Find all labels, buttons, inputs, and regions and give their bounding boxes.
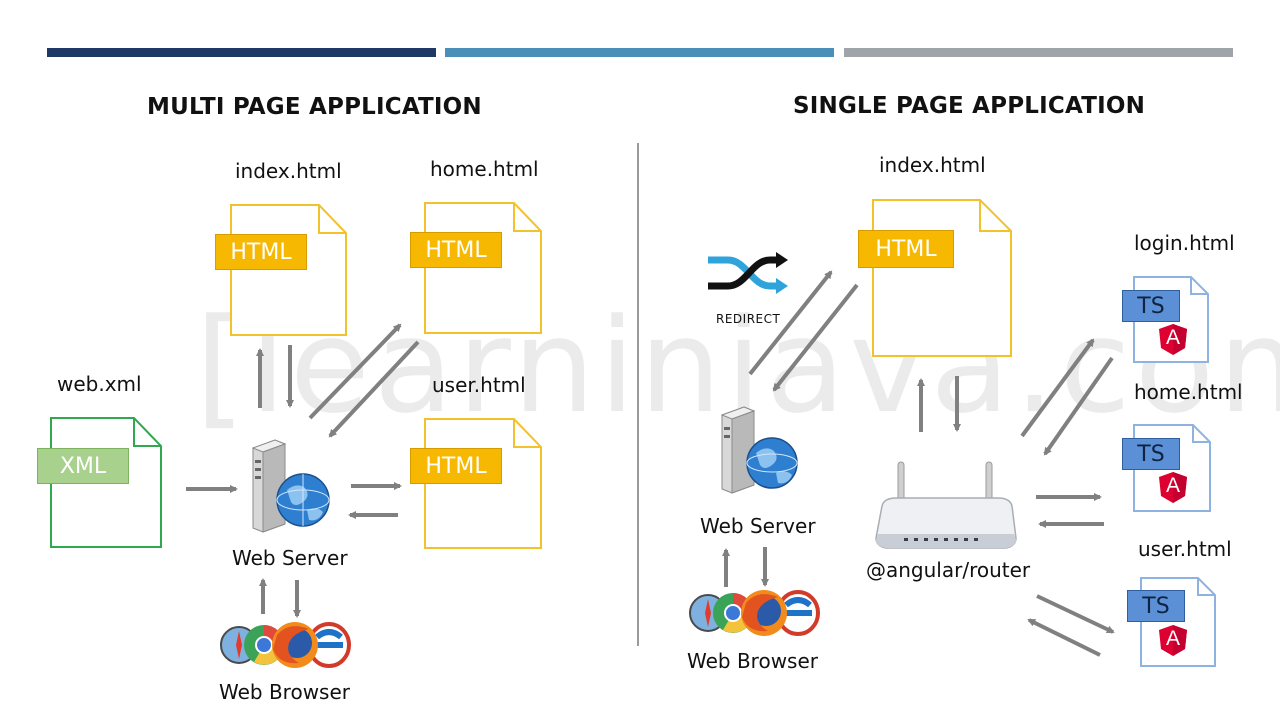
arrow-router-to-user — [1036, 594, 1115, 634]
header-bar-gray — [844, 48, 1233, 57]
spa-web-server-icon — [716, 405, 802, 497]
router-label: @angular/router — [866, 558, 1031, 582]
spa-user-label: user.html — [1138, 537, 1232, 561]
spa-title: SINGLE PAGE APPLICATION — [793, 93, 1146, 119]
spa-index-html-tag: HTML — [858, 230, 954, 268]
mpa-web-browser-label: Web Browser — [219, 680, 351, 704]
spa-user-angular-letter: A — [1165, 627, 1180, 650]
section-divider — [637, 143, 639, 646]
spa-index-label: index.html — [879, 153, 986, 177]
mpa-user-html-tag: HTML — [410, 448, 502, 484]
spa-browser-icons — [688, 589, 820, 637]
arrow-user-to-router — [1027, 618, 1101, 657]
mpa-user-label: user.html — [432, 373, 526, 397]
redirect-icon — [706, 248, 790, 298]
login-angular-letter: A — [1165, 326, 1180, 349]
mpa-home-html-tag: HTML — [410, 232, 502, 268]
arrow-server-to-home — [308, 323, 402, 420]
redirect-label: REDIRECT — [716, 312, 781, 326]
arrow-home-to-server — [328, 340, 420, 438]
header-bar-navy — [47, 48, 436, 57]
arrow-login-to-router — [1043, 356, 1114, 456]
arrow-spa-server-to-index — [748, 270, 833, 376]
mpa-index-label: index.html — [235, 159, 342, 183]
mpa-web-server-icon — [245, 438, 335, 536]
spa-home-ts-tag: TS — [1122, 438, 1180, 470]
login-ts-tag: TS — [1122, 290, 1180, 322]
spa-user-ts-tag: TS — [1127, 590, 1185, 622]
login-label: login.html — [1134, 231, 1235, 255]
mpa-home-label: home.html — [430, 157, 539, 181]
spa-home-angular-icon: A — [1158, 471, 1188, 504]
login-angular-icon: A — [1158, 323, 1188, 356]
spa-home-angular-letter: A — [1165, 474, 1180, 497]
webxml-label: web.xml — [57, 372, 142, 396]
spa-web-server-label: Web Server — [700, 514, 816, 538]
arrow-router-to-login — [1020, 338, 1095, 438]
mpa-index-html-tag: HTML — [215, 234, 307, 270]
webxml-xml-tag: XML — [37, 448, 129, 484]
mpa-title: MULTI PAGE APPLICATION — [147, 94, 482, 120]
spa-home-label: home.html — [1134, 380, 1243, 404]
spa-web-browser-label: Web Browser — [687, 649, 819, 673]
mpa-web-server-label: Web Server — [232, 546, 348, 570]
mpa-browser-icons — [219, 621, 351, 669]
spa-user-angular-icon: A — [1158, 624, 1188, 657]
arrow-spa-index-to-server — [772, 283, 859, 392]
header-bar-blue — [445, 48, 834, 57]
router-icon — [874, 460, 1018, 552]
